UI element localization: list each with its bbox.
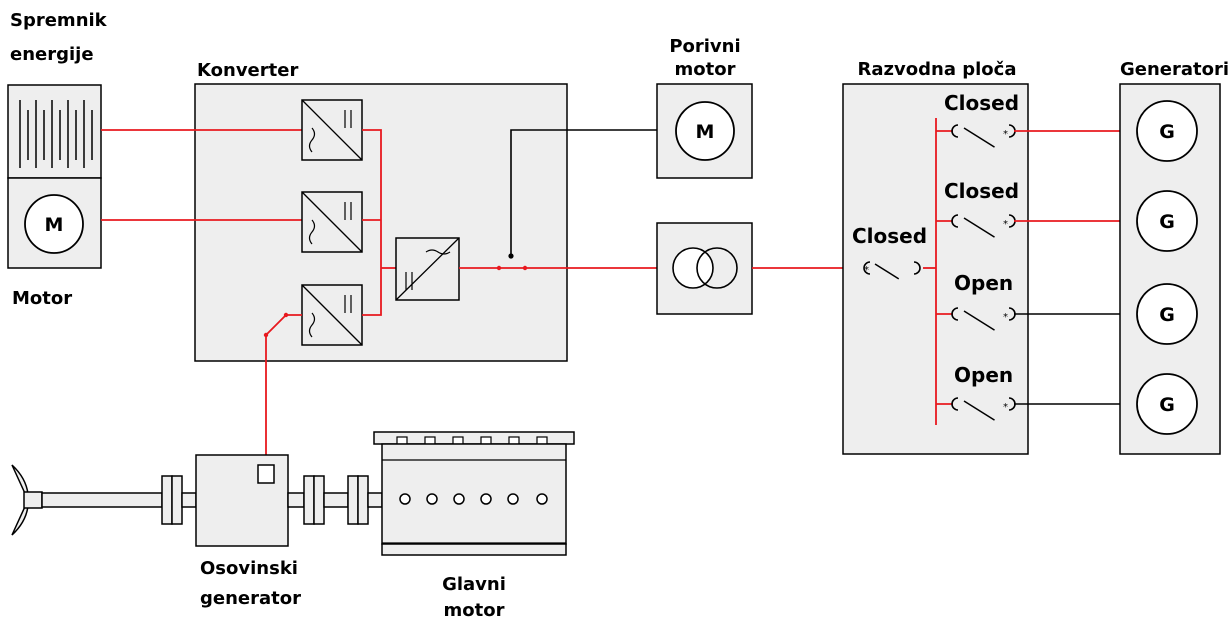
bus-tie-switch[interactable]: *: [863, 261, 921, 280]
main-engine-label-line2: motor: [444, 600, 505, 621]
motor-symbol-icon: [24, 194, 84, 254]
shaft-generator-label-line2: generator: [200, 588, 301, 609]
left-motor-symbol: M: [45, 214, 64, 236]
ac-symbol-icon: [308, 219, 316, 245]
left-motor-unit: M: [7, 177, 102, 269]
shaft-coupling-icon: [161, 475, 173, 525]
junction-dot: [508, 253, 514, 259]
dc-symbol-icon: [405, 272, 413, 290]
dc-symbol-icon: [344, 295, 352, 313]
dc-bus: [362, 129, 396, 316]
propulsion-motor-symbol: M: [696, 121, 715, 143]
propulsion-motor-label-line1: Porivni: [669, 36, 740, 57]
svg-text:*: *: [1003, 219, 1008, 230]
svg-text:*: *: [1003, 129, 1008, 140]
converter-label: Konverter: [197, 60, 298, 81]
generator-symbol-icon: [1136, 190, 1198, 252]
energy-storage-label-line1: Spremnik: [10, 10, 108, 31]
generator-switch-4-status: Open: [954, 363, 1013, 387]
generator-1-symbol: G: [1159, 121, 1175, 143]
switchboard-label: Razvodna ploča: [858, 59, 1017, 80]
intermediate-shaft: [287, 475, 383, 525]
bus-tie-switch-status: Closed: [852, 224, 927, 248]
junction-dot: [496, 265, 502, 271]
generator-switch-2[interactable]: *: [936, 214, 1016, 238]
propeller-shaft: [41, 475, 197, 525]
main-engine-label-line1: Glavni: [442, 574, 506, 595]
svg-text:*: *: [1003, 312, 1008, 323]
converter-module-1: [301, 99, 363, 161]
ac-symbol-icon: [308, 127, 316, 153]
converter-module-3: [301, 284, 363, 346]
converter-module-2: [301, 191, 363, 253]
shaft-coupling-icon: [303, 475, 315, 525]
junction-dot: [522, 265, 528, 271]
ac-symbol-icon: [308, 312, 316, 338]
generator-switch-1-status: Closed: [944, 91, 1019, 115]
terminal-box-icon: [257, 464, 275, 484]
transformer-unit: [656, 222, 753, 315]
svg-text:*: *: [864, 265, 869, 276]
shaft-generator-label-line1: Osovinski: [200, 558, 298, 579]
propulsion-motor-label-line2: motor: [675, 59, 736, 80]
generator-switch-3-status: Open: [954, 271, 1013, 295]
generators-label: Generatori: [1120, 59, 1228, 80]
propulsion-motor-unit: M: [656, 83, 753, 179]
cylinder-icon: [399, 493, 548, 505]
generator-1: G: [1136, 100, 1198, 162]
generator-symbol-icon: [1136, 373, 1198, 435]
svg-text:*: *: [1003, 402, 1008, 413]
shaft-generator-feed-line: [265, 314, 302, 465]
energy-storage-label-line2: energije: [10, 44, 94, 65]
ac-symbol-icon: [425, 249, 451, 255]
junction-dot: [283, 312, 289, 318]
battery-cells-icon: [19, 100, 93, 168]
generator-4-symbol: G: [1159, 394, 1175, 416]
generator-symbol-icon: [1136, 100, 1198, 162]
propulsion-motor-feed-line: [510, 129, 657, 256]
main-engine-unit: [373, 431, 575, 556]
output-converter-module: [395, 237, 460, 301]
generator-4: G: [1136, 373, 1198, 435]
dc-symbol-icon: [344, 110, 352, 128]
generator-3-symbol: G: [1159, 304, 1175, 326]
energy-storage-unit: [7, 84, 102, 179]
dc-symbol-icon: [344, 202, 352, 220]
generator-symbol-icon: [1136, 283, 1198, 345]
junction-dot: [263, 332, 269, 338]
transformer-icon: [672, 247, 714, 289]
motor-label: Motor: [12, 288, 72, 309]
propeller-icon: [11, 464, 43, 536]
generator-switch-2-status: Closed: [944, 179, 1019, 203]
generator-2: G: [1136, 190, 1198, 252]
generator-2-symbol: G: [1159, 211, 1175, 233]
shaft-generator-unit: [195, 454, 289, 547]
generator-3: G: [1136, 283, 1198, 345]
motor-symbol-icon: [675, 101, 735, 161]
